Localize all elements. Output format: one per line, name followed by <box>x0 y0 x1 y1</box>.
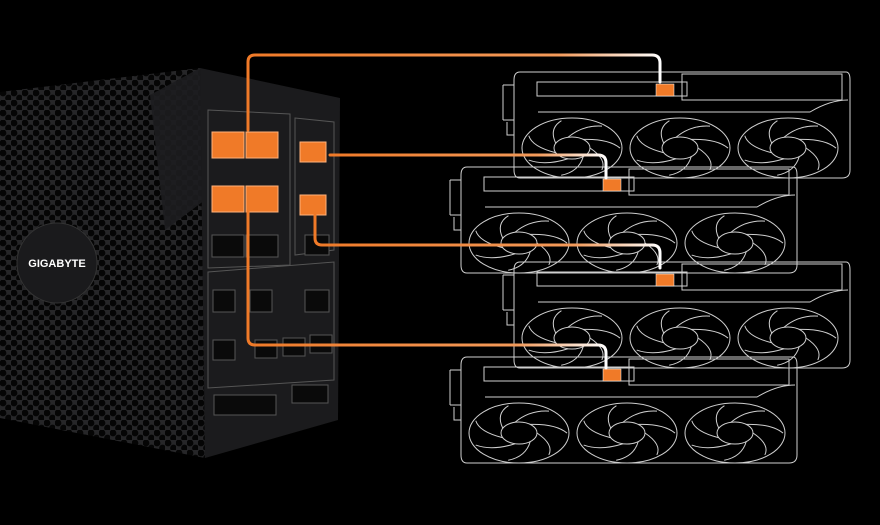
brand-logo: GIGABYTE <box>28 258 85 270</box>
fan-icon <box>468 402 570 464</box>
fan-icon <box>629 307 731 369</box>
gpu-card <box>449 166 798 274</box>
psu-connector-port <box>212 289 236 313</box>
psu-connector-port <box>299 141 327 163</box>
gpu-card <box>502 71 851 179</box>
logo-badge <box>16 222 98 304</box>
psu-connector-port <box>211 185 245 213</box>
gpu-power-connector <box>602 178 622 192</box>
gpu-card <box>449 356 798 464</box>
gpu-card <box>502 261 851 369</box>
fan-icon <box>629 117 731 179</box>
psu-connector-port <box>211 234 245 258</box>
psu-side-panel <box>0 68 205 458</box>
psu-connector-port <box>254 339 278 359</box>
psu-connector-port <box>249 289 273 313</box>
gpu-stack <box>449 71 851 464</box>
psu-connector-port <box>212 339 236 361</box>
fan-icon <box>684 212 786 274</box>
fan-icon <box>737 307 839 369</box>
cable-3 <box>313 213 662 270</box>
cable-2 <box>328 153 608 180</box>
fan-icon <box>576 212 678 274</box>
fan-icon <box>521 117 623 179</box>
cable-1 <box>246 53 662 132</box>
gpu-power-connector <box>655 273 675 287</box>
fan-icon <box>737 117 839 179</box>
gpu-power-connector <box>602 368 622 382</box>
psu: GIGABYTE <box>0 68 340 458</box>
fan-icon <box>521 307 623 369</box>
fan-icon <box>684 402 786 464</box>
psu-connector-port <box>245 185 279 213</box>
psu-connector-port <box>299 194 327 216</box>
fan-icon <box>576 402 678 464</box>
psu-connector-port <box>213 394 277 416</box>
cable-4 <box>246 208 608 370</box>
psu-connector-port <box>245 234 279 258</box>
psu-connector-port <box>291 384 329 404</box>
fan-icon <box>468 212 570 274</box>
psu-connectors <box>211 131 333 416</box>
psu-connector-port <box>211 131 245 159</box>
psu-connector-port <box>304 289 330 313</box>
psu-connector-port <box>282 337 306 357</box>
cables <box>246 53 662 370</box>
gpu-power-connector <box>655 83 675 97</box>
psu-connector-port <box>245 131 279 159</box>
